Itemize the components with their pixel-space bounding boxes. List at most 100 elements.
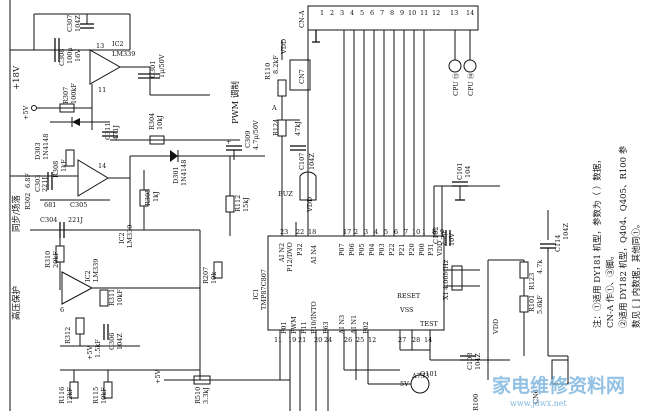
pin-p04: P04 bbox=[368, 243, 376, 256]
svg-text:7: 7 bbox=[380, 9, 384, 17]
c311-value: 471J bbox=[112, 125, 120, 140]
c304-value: 221J bbox=[68, 216, 83, 224]
pin-p03: P03 bbox=[378, 243, 386, 256]
note-line-3: ②适用 DY182 机型，Q404、Q405、R100 参 bbox=[618, 145, 629, 328]
r124-value: 47kJ bbox=[294, 121, 302, 136]
svg-text:22: 22 bbox=[296, 228, 304, 236]
r308-value: 1kF bbox=[60, 159, 68, 172]
pin-p32: P32 bbox=[296, 243, 304, 256]
r312-value: 1.5kF bbox=[94, 339, 102, 358]
ic2-mid-pin14: 14 bbox=[98, 162, 106, 170]
r307-label: R307 bbox=[62, 87, 70, 104]
c305-label: C305 bbox=[70, 201, 87, 209]
c305-value: 681 bbox=[44, 201, 56, 209]
q101-label: Q101 bbox=[420, 370, 438, 378]
buz-vdd: VDD bbox=[306, 197, 314, 213]
r310-label: R310 bbox=[44, 251, 52, 268]
r510-label: R510 bbox=[194, 387, 202, 404]
c306-label: C306 bbox=[108, 333, 116, 350]
svg-text:14: 14 bbox=[424, 336, 432, 344]
pin-p21: P21 bbox=[398, 243, 406, 256]
vdd-c103: VDD bbox=[492, 319, 500, 335]
ic2-lower-model: LM339 bbox=[126, 225, 134, 248]
svg-text:13: 13 bbox=[450, 9, 458, 17]
r123-value: 4.7k bbox=[536, 260, 544, 274]
plus5v-label-left: +5V bbox=[22, 105, 30, 120]
c101-label: C101 bbox=[456, 163, 464, 180]
c308-label: C308 bbox=[58, 49, 66, 66]
pin-p20: P20 bbox=[408, 243, 416, 256]
c107-label: C107 bbox=[298, 153, 306, 170]
c309-label: C309 bbox=[244, 131, 252, 148]
c107-value: 104Z bbox=[308, 153, 316, 170]
r305-value: 1kJ bbox=[152, 191, 160, 202]
svg-text:3: 3 bbox=[364, 228, 368, 236]
c102-voltage: 10V bbox=[448, 233, 456, 246]
pin-p01: P01 bbox=[280, 321, 288, 334]
pin-test: TEST bbox=[420, 320, 439, 328]
c102-label: C102 bbox=[432, 227, 440, 244]
ic2-top-label: IC2 bbox=[112, 40, 124, 48]
svg-text:21: 21 bbox=[298, 336, 306, 344]
svg-text:9: 9 bbox=[400, 9, 404, 17]
hv-protect-label: 高压保护 bbox=[11, 286, 22, 320]
pwm-adjust-label: PWM 调制 bbox=[230, 81, 241, 124]
cn-a-label: CN-A bbox=[298, 10, 306, 28]
r510-value: 3.3kJ bbox=[202, 387, 210, 404]
note-line-2: CN-A 作①、③脚。 bbox=[605, 251, 616, 328]
r304-label: R304 bbox=[148, 113, 156, 130]
svg-text:10: 10 bbox=[408, 9, 416, 17]
r305-label: R305 bbox=[144, 189, 152, 206]
svg-text:4: 4 bbox=[350, 9, 354, 17]
svg-text:18: 18 bbox=[308, 228, 316, 236]
svg-text:4: 4 bbox=[374, 228, 378, 236]
pin-vss: VSS bbox=[399, 306, 414, 314]
r207-label: R207 bbox=[202, 267, 210, 284]
r312-label: R312 bbox=[64, 327, 72, 344]
node-a-label: A bbox=[271, 104, 277, 112]
watermark-sub: www.jdwx.net bbox=[510, 399, 568, 408]
svg-text:11: 11 bbox=[274, 336, 282, 344]
ic2-hv-pin6: 6 bbox=[60, 306, 64, 314]
c308-value: 100μ bbox=[66, 47, 74, 64]
pin-p11: P11 bbox=[300, 321, 308, 334]
pin-vdd: VDD bbox=[436, 241, 444, 257]
ic1-bottom-pin-numbers: 11 19 21 20 24 26 25 12 27 28 14 bbox=[274, 336, 432, 344]
pin-an3: AI N3 bbox=[338, 315, 346, 335]
plus5v-r510: +5V bbox=[154, 369, 162, 384]
c308-voltage: 16V bbox=[74, 49, 82, 62]
cn7-label: CN7 bbox=[298, 69, 306, 84]
c307-value: 104Z bbox=[74, 15, 82, 32]
c101-value: 104 bbox=[464, 166, 472, 178]
svg-text:28: 28 bbox=[412, 336, 420, 344]
svg-text:3: 3 bbox=[340, 9, 344, 17]
cn-a-pin-numbers: 1 2 3 4 5 6 7 8 9 10 11 12 13 14 bbox=[320, 9, 474, 17]
pin-p02: P02 bbox=[362, 321, 370, 334]
svg-text:2: 2 bbox=[354, 228, 358, 236]
r124-label: R124 bbox=[272, 119, 280, 136]
pin-p12: P12/DVO bbox=[286, 242, 294, 272]
ic2-top-pin13: 13 bbox=[96, 42, 104, 50]
c307-label: C307 bbox=[66, 15, 74, 32]
cpu13-label: CPU ⑬ bbox=[452, 72, 460, 96]
sync-blank-label: 同步/场落 bbox=[11, 195, 22, 232]
svg-text:12: 12 bbox=[368, 336, 376, 344]
c309-value: 4.7μ/50V bbox=[252, 120, 260, 150]
svg-text:23: 23 bbox=[280, 228, 288, 236]
svg-text:5: 5 bbox=[360, 9, 364, 17]
r207-value: 10k bbox=[210, 272, 218, 284]
r311-value: 10kF bbox=[116, 289, 124, 306]
pin-p63: P63 bbox=[322, 321, 330, 334]
svg-text:5: 5 bbox=[384, 228, 388, 236]
plus18v-label: +18V bbox=[12, 65, 22, 90]
svg-text:7: 7 bbox=[404, 228, 408, 236]
svg-text:11: 11 bbox=[420, 9, 428, 17]
pin-p22: P22 bbox=[388, 243, 396, 256]
svg-text:6: 6 bbox=[394, 228, 398, 236]
pin-p07: P07 bbox=[338, 243, 346, 256]
pin-pwm: PWM bbox=[290, 316, 298, 334]
r115-value: 10kF bbox=[100, 387, 108, 404]
svg-text:26: 26 bbox=[344, 336, 352, 344]
svg-text:10: 10 bbox=[412, 228, 420, 236]
svg-text:6: 6 bbox=[370, 9, 374, 17]
